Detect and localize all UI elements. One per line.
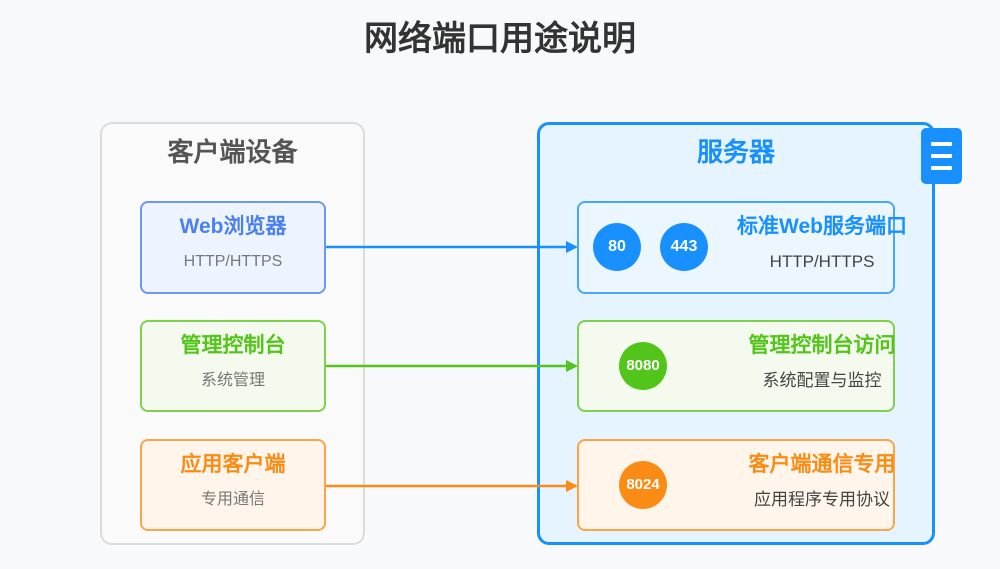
server-card-subtitle: HTTP/HTTPS (769, 252, 875, 271)
client-card-title: 管理控制台 (180, 334, 286, 357)
server-icon-bar (931, 142, 952, 146)
client-card-subtitle: 专用通信 (200, 491, 265, 508)
client-card-title: 应用客户端 (180, 453, 286, 476)
server-icon-bar (931, 154, 952, 158)
port-badge: 8024 (619, 461, 667, 509)
port-badge: 80 (593, 223, 641, 271)
port-badge: 443 (660, 223, 708, 271)
server-card-client-port: 8024 客户端通信专用 应用程序专用协议 (577, 439, 896, 531)
server-card-title: 标准Web服务端口 (737, 215, 907, 238)
client-card-web-browser: Web浏览器 HTTP/HTTPS (140, 201, 326, 294)
server-card-title: 管理控制台访问 (748, 334, 896, 357)
client-card-app-client: 应用客户端 专用通信 (140, 439, 326, 531)
client-card-subtitle: HTTP/HTTPS (183, 253, 283, 270)
server-card-subtitle: 系统配置与监控 (762, 371, 882, 390)
page-title: 网络端口用途说明 (364, 20, 636, 58)
server-title: 服务器 (696, 137, 775, 167)
client-devices-title: 客户端设备 (167, 137, 298, 167)
server-panel: 服务器 80 443 标准Web服务端口 HTTP/HTTPS 8080 管理控… (537, 122, 962, 545)
client-card-admin-console: 管理控制台 系统管理 (140, 320, 326, 412)
client-devices-panel: 客户端设备 Web浏览器 HTTP/HTTPS 管理控制台 系统管理 应用客户端… (100, 122, 365, 545)
client-card-title: Web浏览器 (179, 215, 287, 238)
server-card-subtitle: 应用程序专用协议 (754, 490, 890, 509)
server-card-admin-port: 8080 管理控制台访问 系统配置与监控 (577, 320, 896, 412)
server-card-title: 客户端通信专用 (748, 453, 896, 476)
server-icon-bar (931, 166, 952, 170)
port-badge: 8080 (619, 342, 667, 390)
server-icon (921, 128, 962, 184)
server-card-web-ports: 80 443 标准Web服务端口 HTTP/HTTPS (577, 201, 907, 294)
client-card-subtitle: 系统管理 (200, 372, 265, 389)
